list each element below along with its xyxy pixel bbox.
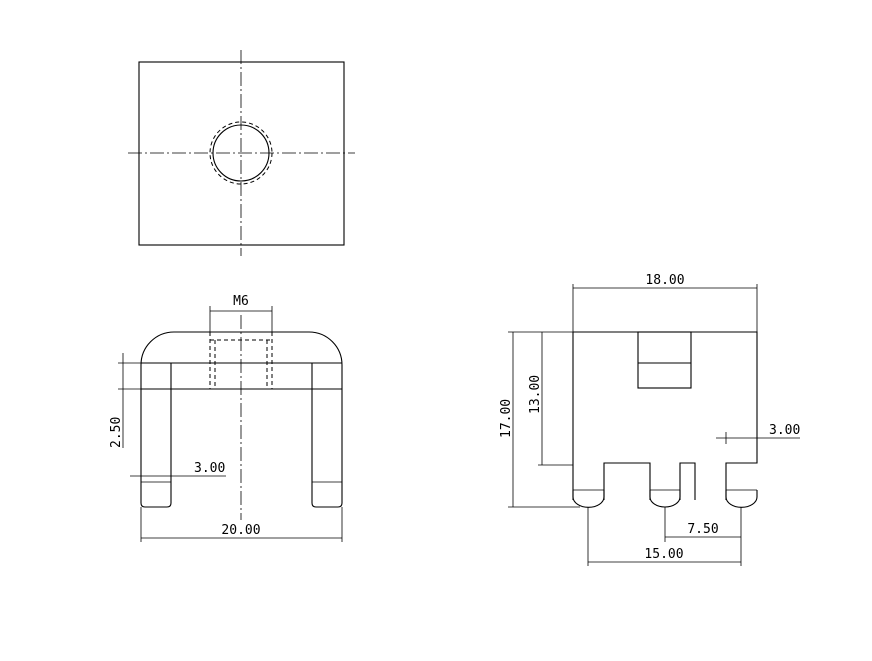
dim-pin-span-label: 15.00 [644, 547, 683, 562]
thread-size-label: M6 [233, 294, 249, 309]
left-leg-tip [140, 502, 172, 508]
nut-slot [637, 331, 692, 389]
pin-middle [649, 490, 681, 508]
thread-circle-hidden [209, 121, 273, 185]
dim-wall-thickness-label: 2.50 [109, 417, 124, 448]
pin-left [572, 490, 605, 508]
dim-body-height-label: 13.00 [528, 375, 543, 414]
side-view-body [572, 331, 758, 500]
dim-overall-height-label: 17.00 [499, 399, 514, 438]
front-view-inner-profile [170, 362, 313, 503]
top-view-outline [138, 61, 345, 246]
dim-leg-width-label: 3.00 [194, 461, 225, 476]
front-view: M6 2.50 3.00 20.00 [109, 294, 343, 542]
dim-pin-pitch-label: 7.50 [687, 522, 718, 537]
front-view-outer-profile [140, 331, 343, 503]
hole-circle [212, 124, 270, 182]
top-view [128, 50, 355, 256]
dim-top-width-label: 18.00 [645, 273, 684, 288]
side-view: 18.00 17.00 13.00 3.00 7.50 15.00 [499, 273, 800, 566]
right-leg-tip [311, 502, 343, 508]
dim-pin-width-label: 3.00 [769, 423, 800, 438]
dim-overall-width-label: 20.00 [221, 523, 260, 538]
pin-right [725, 490, 758, 508]
